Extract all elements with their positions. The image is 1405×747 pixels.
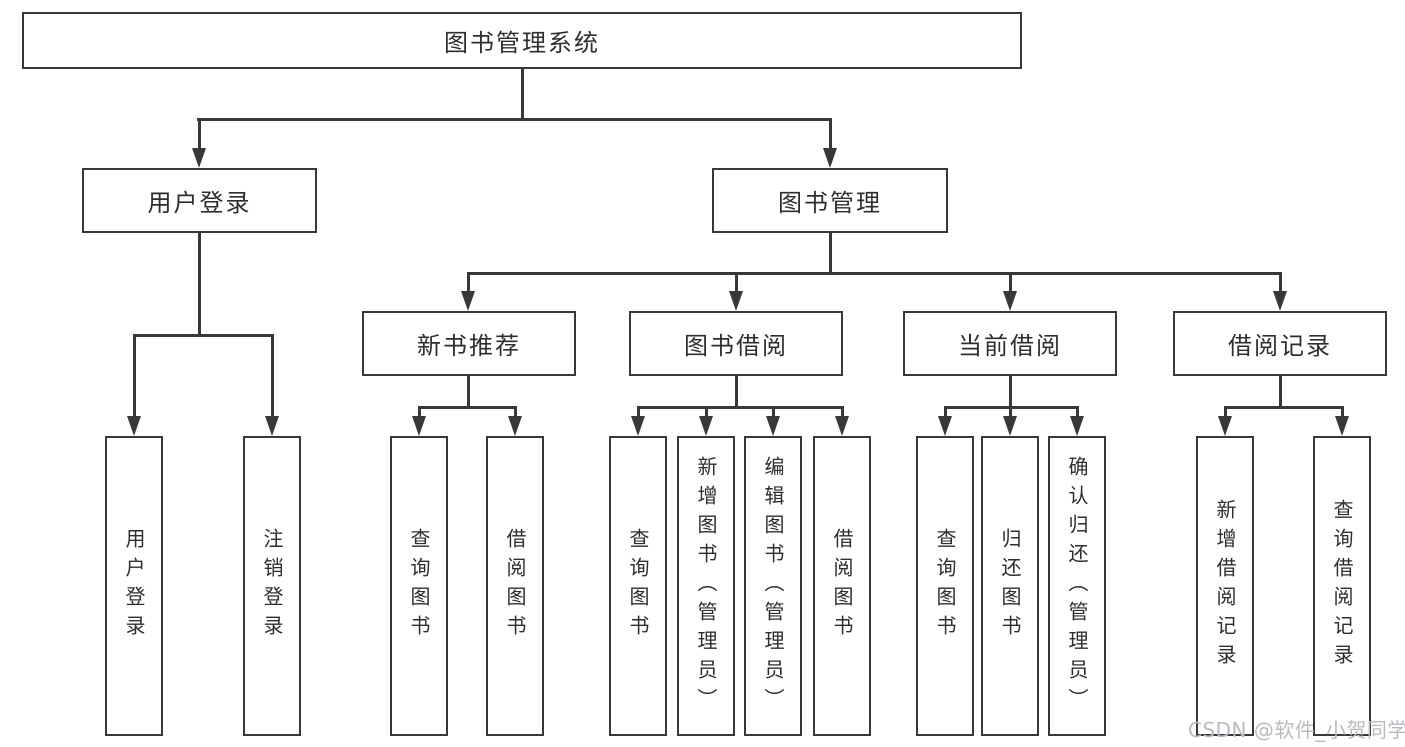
- node-book-borrow-label: 图书借阅: [684, 332, 788, 360]
- connector-root-trunk: [521, 68, 524, 120]
- node-user-login: 用户登录: [82, 168, 317, 233]
- connector-book-borrow-trunk: [735, 374, 738, 408]
- node-user-login-label: 用户登录: [147, 189, 252, 217]
- arrow-down-icon: [938, 416, 952, 436]
- arrow-down-icon: [766, 416, 780, 436]
- leaf-add-borrow-record-label: 新增借阅记录: [1213, 499, 1237, 673]
- connector-stem: [637, 406, 640, 418]
- node-borrow-records-label: 借阅记录: [1228, 332, 1332, 360]
- leaf-return-books-label: 归还图书: [998, 528, 1022, 644]
- connector-stem-book-management: [829, 118, 832, 150]
- connector-user-login-spread: [133, 334, 274, 337]
- node-new-book-recommend: 新书推荐: [362, 311, 576, 376]
- connector-stem-borrow-records: [1279, 272, 1282, 293]
- connector-stem: [841, 406, 844, 418]
- leaf-add-books-admin-label: 新增图书（管理员）: [694, 455, 718, 717]
- node-new-book-recommend-label: 新书推荐: [417, 332, 521, 360]
- leaf-borrow-books-recommend: 借阅图书: [486, 436, 544, 736]
- connector-stem: [1009, 406, 1012, 418]
- arrow-down-icon: [1335, 416, 1349, 436]
- connector-borrow-records-spread: [1224, 406, 1343, 409]
- leaf-query-borrow-record: 查询借阅记录: [1313, 436, 1371, 736]
- leaf-user-login-label: 用户登录: [122, 528, 146, 644]
- leaf-query-books-recommend: 查询图书: [390, 436, 448, 736]
- leaf-query-books-current: 查询图书: [916, 436, 974, 736]
- connector-stem-user-login: [198, 118, 201, 150]
- arrow-down-icon: [412, 416, 426, 436]
- connector-borrow-records-trunk: [1279, 374, 1282, 408]
- connector-stem: [418, 406, 421, 418]
- connector-stem: [1076, 406, 1079, 418]
- leaf-logout-label: 注销登录: [260, 528, 284, 644]
- leaf-edit-books-admin: 编辑图书（管理员）: [744, 436, 802, 736]
- node-current-borrow: 当前借阅: [903, 311, 1117, 376]
- connector-stem: [1224, 406, 1227, 418]
- leaf-edit-books-admin-label: 编辑图书（管理员）: [761, 455, 785, 717]
- node-library-system: 图书管理系统: [22, 12, 1022, 69]
- node-library-system-label: 图书管理系统: [444, 29, 600, 57]
- arrow-down-icon: [1218, 416, 1232, 436]
- leaf-query-books-borrow: 查询图书: [609, 436, 667, 736]
- connector-root-spread: [197, 118, 831, 121]
- connector-user-login-trunk: [198, 231, 201, 336]
- connector-book-management-trunk: [829, 231, 832, 274]
- connector-stem-book-borrow: [735, 272, 738, 293]
- node-current-borrow-label: 当前借阅: [958, 332, 1062, 360]
- connector-stem: [705, 406, 708, 418]
- arrow-down-icon: [835, 416, 849, 436]
- connector-recommend-trunk: [467, 374, 470, 408]
- connector-recommend-spread: [418, 406, 516, 409]
- arrow-down-icon: [699, 416, 713, 436]
- leaf-borrow-books-recommend-label: 借阅图书: [503, 528, 527, 644]
- leaf-confirm-return-admin: 确认归还（管理员）: [1048, 436, 1106, 736]
- connector-stem-leaf-logout: [271, 334, 274, 418]
- connector-stem: [514, 406, 517, 418]
- leaf-add-books-admin: 新增图书（管理员）: [677, 436, 735, 736]
- node-borrow-records: 借阅记录: [1173, 311, 1387, 376]
- leaf-borrow-books-label: 借阅图书: [830, 528, 854, 644]
- leaf-return-books: 归还图书: [981, 436, 1039, 736]
- leaf-user-login: 用户登录: [105, 436, 163, 736]
- arrow-down-icon: [729, 291, 743, 311]
- leaf-query-borrow-record-label: 查询借阅记录: [1330, 499, 1354, 673]
- leaf-borrow-books: 借阅图书: [813, 436, 871, 736]
- connector-book-borrow-spread: [637, 406, 843, 409]
- node-book-borrow: 图书借阅: [629, 311, 843, 376]
- arrow-down-icon: [1003, 416, 1017, 436]
- arrow-down-icon: [1070, 416, 1084, 436]
- csdn-watermark: CSDN @软件_小贺同学: [1188, 718, 1405, 742]
- leaf-logout: 注销登录: [243, 436, 301, 736]
- arrow-down-icon: [461, 291, 475, 311]
- connector-stem-leaf-user-login: [133, 334, 136, 418]
- connector-book-management-spread: [467, 272, 1281, 275]
- leaf-query-books-borrow-label: 查询图书: [626, 528, 650, 644]
- leaf-confirm-return-admin-label: 确认归还（管理员）: [1065, 455, 1089, 717]
- arrow-down-icon: [265, 416, 279, 436]
- node-book-management: 图书管理: [712, 168, 948, 233]
- arrow-down-icon: [631, 416, 645, 436]
- connector-stem: [772, 406, 775, 418]
- arrow-down-icon: [1273, 291, 1287, 311]
- arrow-down-icon: [127, 416, 141, 436]
- connector-current-borrow-trunk: [1009, 374, 1012, 408]
- connector-stem: [1341, 406, 1344, 418]
- node-book-management-label: 图书管理: [778, 189, 882, 217]
- arrow-down-icon: [823, 148, 837, 168]
- connector-stem-current-borrow: [1009, 272, 1012, 293]
- leaf-add-borrow-record: 新增借阅记录: [1196, 436, 1254, 736]
- arrow-down-icon: [192, 148, 206, 168]
- leaf-query-books-current-label: 查询图书: [933, 528, 957, 644]
- arrow-down-icon: [508, 416, 522, 436]
- arrow-down-icon: [1003, 291, 1017, 311]
- connector-stem: [944, 406, 947, 418]
- leaf-query-books-recommend-label: 查询图书: [407, 528, 431, 644]
- connector-stem-new-book: [467, 272, 470, 293]
